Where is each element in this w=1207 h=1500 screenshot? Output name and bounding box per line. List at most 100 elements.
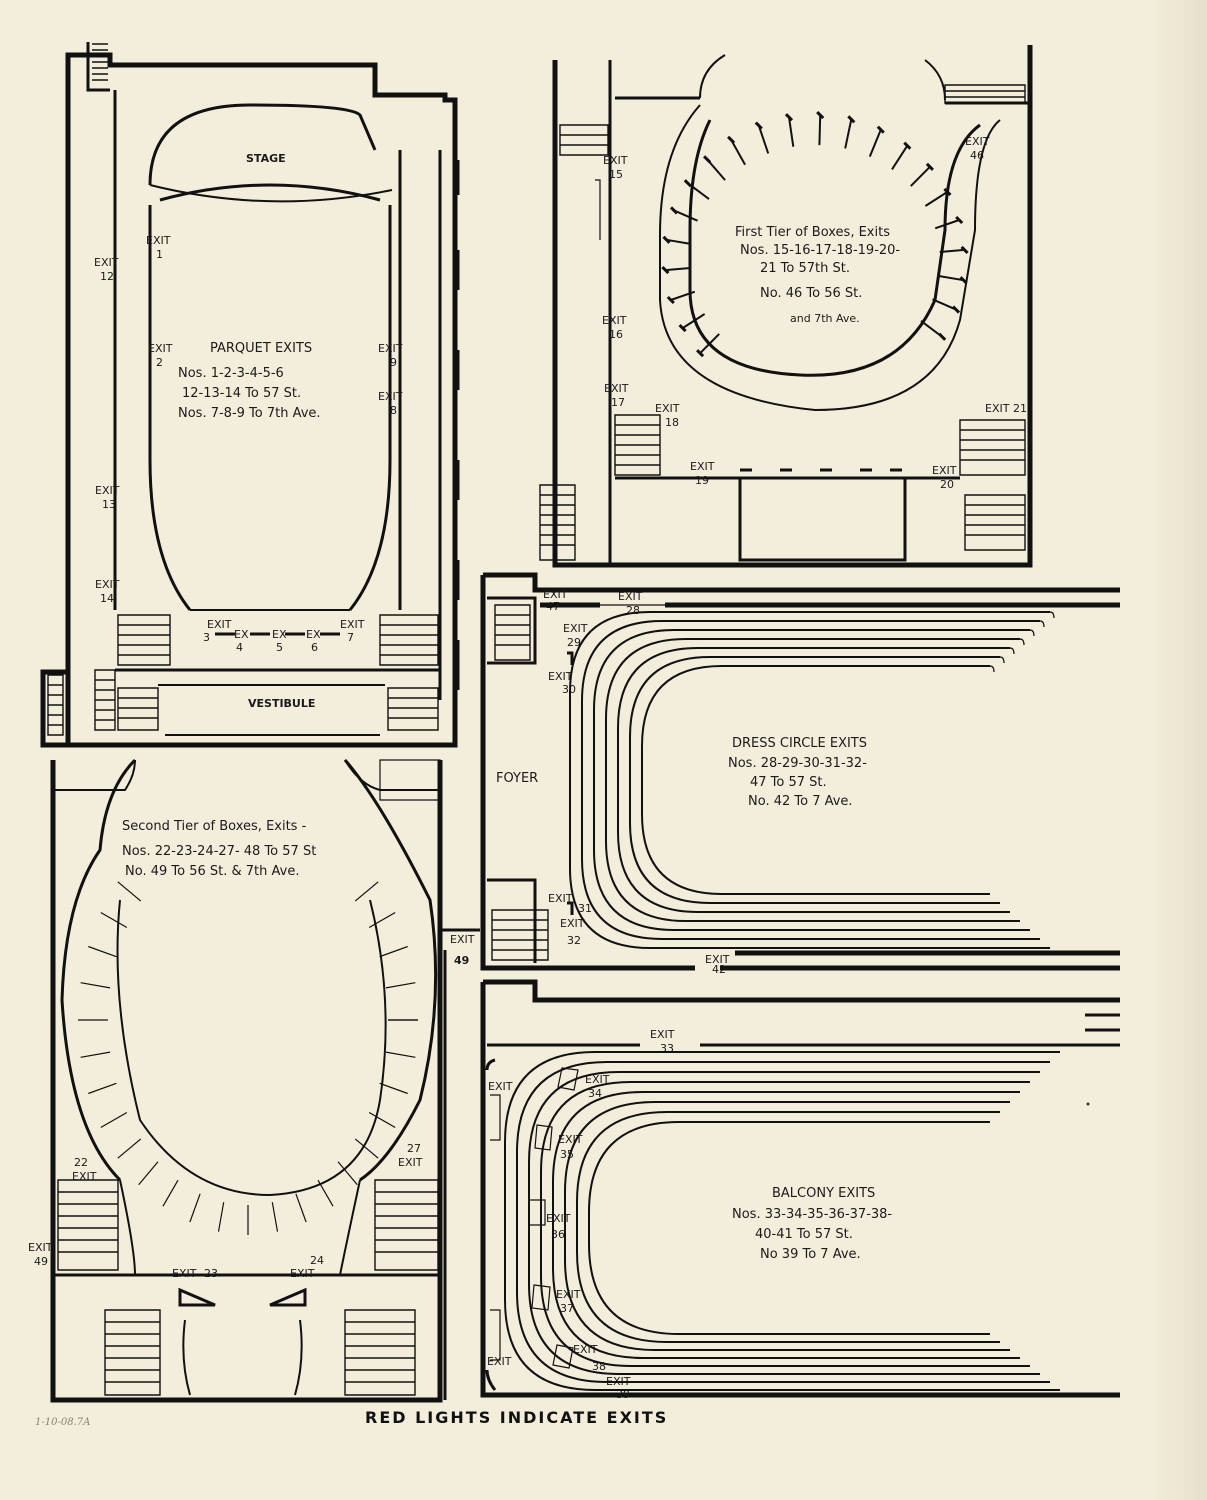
exit-word: EXIT xyxy=(603,154,628,167)
dress-circle-line4: No. 42 To 7 Ave. xyxy=(748,794,853,809)
dress-circle-row-end xyxy=(1029,629,1035,637)
second-tier-line1: Second Tier of Boxes, Exits - xyxy=(122,819,307,834)
exit-24: 24 xyxy=(310,1254,324,1267)
box-door xyxy=(754,121,763,130)
exit-word: EXIT xyxy=(172,1267,197,1280)
box-door xyxy=(959,276,968,285)
first-tier-line2: Nos. 15-16-17-18-19-20- xyxy=(740,243,900,258)
balcony-row xyxy=(528,1071,1040,1375)
box-door xyxy=(666,295,675,305)
ex-word: EX xyxy=(306,628,321,641)
box-door xyxy=(876,125,885,134)
exit-32: 32 xyxy=(567,934,581,947)
exit-word: EXIT xyxy=(560,917,585,930)
box-partition xyxy=(666,238,692,245)
dress-circle-row xyxy=(581,620,1040,940)
box-partition xyxy=(117,1138,142,1159)
box-partition xyxy=(354,881,379,902)
first-tier-line5: and 7th Ave. xyxy=(790,312,860,325)
exit-2: 2 xyxy=(156,356,163,369)
box-partition xyxy=(673,209,698,222)
exit-word: EXIT xyxy=(546,1212,571,1225)
exit-word: EXIT xyxy=(487,1355,512,1368)
box-door xyxy=(903,141,912,150)
box-door xyxy=(847,115,856,124)
box-door xyxy=(960,245,969,254)
exit-word: EXIT xyxy=(655,402,680,415)
exit-word: EXIT xyxy=(340,618,365,631)
exit-28: 28 xyxy=(626,604,640,617)
second-tier-line3: No. 49 To 56 St. & 7th Ave. xyxy=(125,864,299,879)
exit-word: EXIT xyxy=(450,933,475,946)
exit-word: EXIT xyxy=(28,1241,53,1254)
exit-word: EXIT xyxy=(602,314,627,327)
exit-36: 36 xyxy=(551,1228,565,1241)
box-partition xyxy=(682,313,706,329)
first-tier-plan: First Tier of Boxes, Exits Nos. 15-16-17… xyxy=(539,45,1033,568)
balcony-row xyxy=(504,1051,1060,1391)
box-door xyxy=(943,187,952,196)
exit-18: 18 xyxy=(665,416,679,429)
box-partition xyxy=(217,1202,225,1232)
exit-16: 16 xyxy=(609,328,623,341)
box-partition xyxy=(706,158,726,181)
dress-circle-row xyxy=(605,638,1020,922)
box-partition xyxy=(757,125,770,154)
exit-word: EXIT xyxy=(563,622,588,635)
box-partition xyxy=(818,115,822,146)
box-partition xyxy=(271,1202,279,1232)
dress-circle-row xyxy=(629,656,1000,904)
first-tier-line3: 21 To 57th St. xyxy=(760,261,850,276)
box-partition xyxy=(80,1051,111,1058)
exit-14: 14 xyxy=(100,592,114,605)
box-partition xyxy=(687,182,710,200)
exit-5: 5 xyxy=(276,641,283,654)
exit-20: 20 xyxy=(940,478,954,491)
dress-circle-row-end xyxy=(989,665,995,673)
exit-48: 49 xyxy=(34,1255,48,1268)
box-partition xyxy=(368,911,396,929)
box-partition xyxy=(100,1111,128,1129)
box-partition xyxy=(920,320,943,338)
dress-circle-line3: 47 To 57 St. xyxy=(750,775,827,790)
exit-6: 6 xyxy=(311,641,318,654)
ex-word: EX xyxy=(234,628,249,641)
box-partition xyxy=(354,1138,379,1159)
exit-49: 49 xyxy=(454,954,469,967)
box-partition xyxy=(385,982,416,989)
dress-circle-plan: FOYER DRESS CIRCLE EXITS Nos. 28-29-30-3… xyxy=(480,572,1120,976)
box-door xyxy=(661,266,670,275)
box-partition xyxy=(100,911,128,929)
exit-word: EXIT xyxy=(378,342,403,355)
balcony-row xyxy=(516,1061,1050,1383)
box-partition xyxy=(317,1179,334,1207)
box-door xyxy=(925,162,934,171)
box-door xyxy=(951,305,961,314)
box-partition xyxy=(910,166,931,187)
ex-word: EX xyxy=(272,628,287,641)
parquet-title: PARQUET EXITS xyxy=(210,341,312,356)
parquet-plan: STAGE VESTIBULE PARQUET EXITS Nos. 1-2-3… xyxy=(40,42,460,748)
dress-circle-row xyxy=(641,665,990,895)
dress-circle-row xyxy=(569,611,1050,949)
balcony-line3: 40-41 To 57 St. xyxy=(755,1227,853,1242)
parquet-line3: Nos. 7-8-9 To 7th Ave. xyxy=(178,406,321,421)
exit-23: 23 xyxy=(204,1267,218,1280)
exit-9: 9 xyxy=(390,356,397,369)
exit-word: EXIT xyxy=(548,892,573,905)
balcony-line2: Nos. 33-34-35-36-37-38- xyxy=(732,1207,892,1222)
exit-word: EXIT xyxy=(488,1080,513,1093)
box-partition xyxy=(934,219,960,230)
dress-circle-row-end xyxy=(1039,620,1045,628)
exit-word: EXIT xyxy=(690,460,715,473)
box-door xyxy=(662,235,671,244)
first-tier-line1: First Tier of Boxes, Exits xyxy=(735,225,890,240)
box-door xyxy=(938,332,947,341)
exit-3: 3 xyxy=(203,631,210,644)
exit-word: EXIT xyxy=(585,1073,610,1086)
exit-13: 13 xyxy=(102,498,116,511)
box-door xyxy=(678,324,687,333)
exit-word: EXIT xyxy=(146,234,171,247)
dress-circle-title: DRESS CIRCLE EXITS xyxy=(732,736,867,751)
exit-21: 21 xyxy=(1013,402,1027,415)
